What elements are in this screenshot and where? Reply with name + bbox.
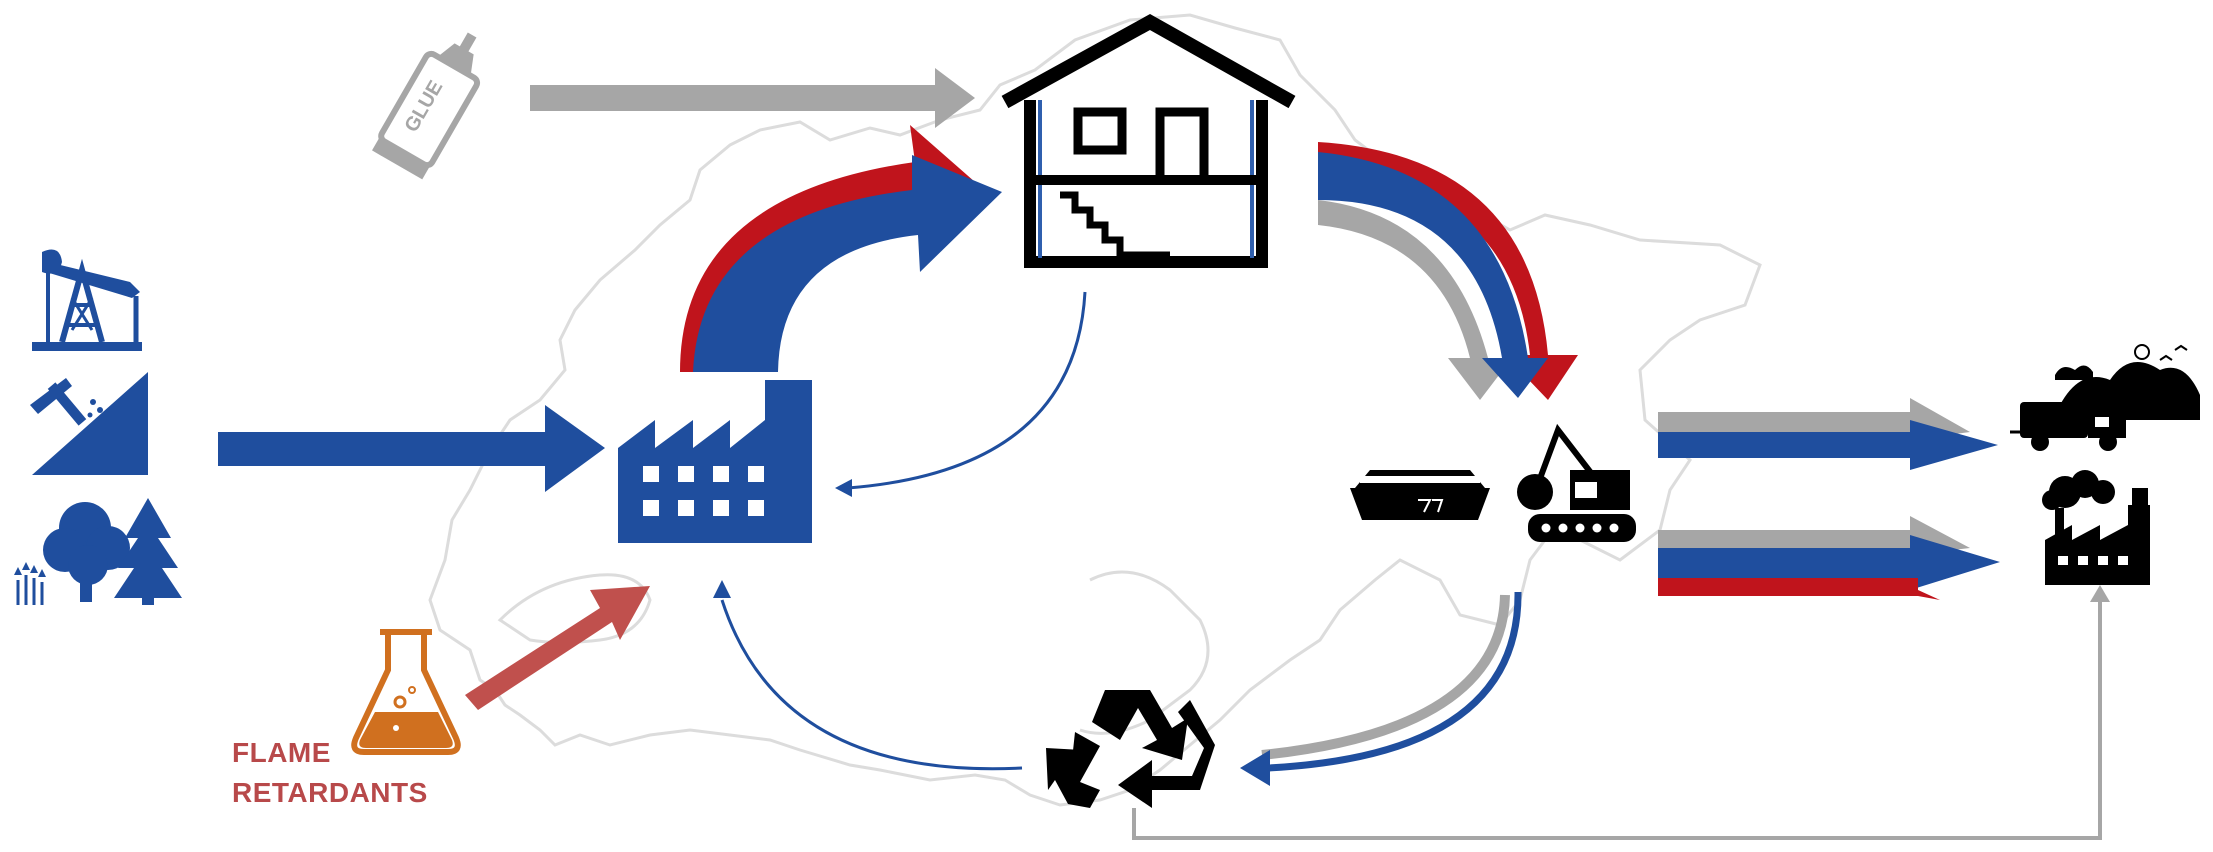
house-to-demolition-arrow-grey (1318, 200, 1512, 400)
glue-tube-icon: GLUE (372, 32, 481, 180)
factory-icon (618, 380, 812, 543)
flame-retardant-arrow (465, 586, 650, 710)
recycle-to-factory-arrow (720, 599, 1023, 771)
factory-to-house-arrow-blue (693, 155, 1002, 372)
oil-pump-icon (32, 249, 142, 351)
house-icon (1001, 13, 1296, 268)
demolition-to-recycle-arrow-blue (1267, 591, 1522, 772)
flame-retardants-label: FLAME RETARDANTS (232, 733, 428, 813)
to-incineration-arrow-grey (1658, 516, 1970, 555)
recycle-icon (1046, 690, 1215, 808)
raw-material-arrow (218, 405, 605, 492)
mining-icon (30, 372, 148, 475)
demolition-to-recycle-arrow-grey (1261, 594, 1510, 760)
house-to-factory-arrowhead (835, 479, 852, 497)
recycle-to-factory-arrowhead (713, 580, 731, 598)
switzerland-outline (428, 13, 1762, 807)
to-landfill-arrow-blue (1658, 420, 1998, 470)
house-to-demolition-arrow-blue (1318, 152, 1548, 398)
glue-arrow (530, 68, 975, 128)
forest-icon (14, 498, 182, 605)
excavator-icon (1517, 423, 1636, 542)
skip-container-icon (1350, 470, 1490, 520)
flame-label-line2: RETARDANTS (232, 777, 428, 808)
to-incineration-arrow-red (1658, 578, 1940, 600)
flame-label-line1: FLAME (232, 737, 331, 768)
landfill-truck-icon (2010, 344, 2200, 451)
recycle-to-incineration-arrowhead (2090, 585, 2110, 602)
flask-icon (351, 629, 461, 755)
to-incineration-arrow-blue (1658, 535, 2000, 590)
to-landfill-arrow-grey (1658, 398, 1970, 440)
demolition-to-recycle-arrowhead (1240, 750, 1270, 786)
house-to-factory-arrow (847, 291, 1087, 490)
recycle-to-incineration-line (1132, 598, 2102, 840)
incinerator-icon (2042, 470, 2150, 585)
